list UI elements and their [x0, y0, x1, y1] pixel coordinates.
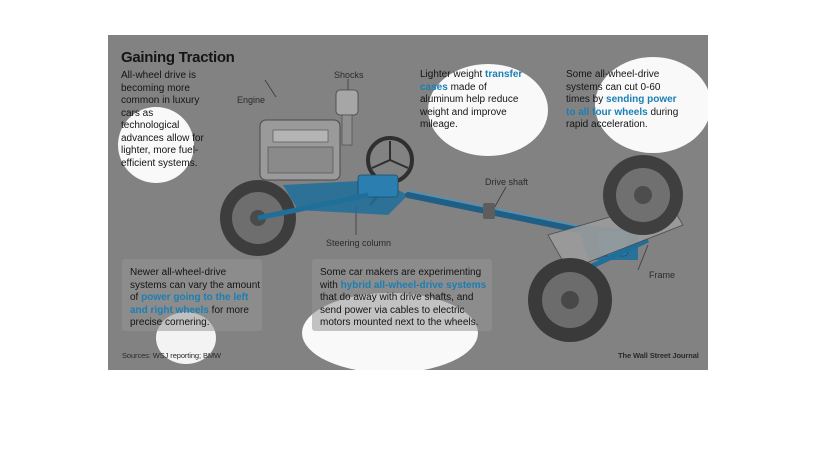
wheel-top-right	[603, 155, 683, 235]
callout-power-post: during rapid acceleration.	[566, 106, 679, 131]
callout-all-four-wheels: Some all-wheel-drive systems can cut 0-6…	[566, 69, 680, 132]
label-engine: Engine	[237, 95, 266, 105]
infographic-title: Gaining Traction	[121, 49, 235, 66]
callout-hybrid-highlight: hybrid all-wheel-drive systems	[340, 279, 487, 291]
callout-cornering-box	[122, 259, 262, 331]
label-frame: Frame	[649, 270, 676, 280]
callout-cornering: Newer all-wheel-drive systems can vary t…	[130, 267, 262, 330]
engine	[259, 119, 341, 181]
publisher-credit: The Wall Street Journal	[618, 351, 699, 360]
callout-cornering-highlight: power going to the left and right wheels	[130, 292, 249, 316]
label-steering-column: Steering column	[326, 238, 392, 248]
callout-transfer-cases: Lighter weight transfer cases made of al…	[420, 69, 524, 132]
label-drive-shaft: Drive shaft	[485, 177, 529, 187]
front-drivetrain	[257, 174, 408, 221]
shock	[335, 89, 359, 146]
occlusion-blobs	[118, 57, 708, 370]
callout-hybrid-box	[312, 259, 492, 331]
drive-shaft	[405, 190, 581, 233]
drivetrain-illustration	[118, 57, 708, 370]
infographic-panel: Gaining Traction All-wheel drive is beco…	[108, 35, 708, 370]
callout-cornering-pre: Newer all-wheel-drive systems can vary t…	[130, 267, 261, 303]
sources-note: Sources: WSJ reporting; BMW	[122, 351, 221, 360]
intro-text: All-wheel drive is becoming more common …	[121, 70, 204, 169]
callout-power-highlight: sending power to all four wheels	[566, 94, 677, 118]
callout-hybrid: Some car makers are experimenting with h…	[320, 267, 490, 330]
callout-hybrid-pre: Some car makers are experimenting with	[320, 267, 482, 291]
wheel-bottom-right	[528, 258, 612, 342]
callout-transfer-highlight: transfer cases	[420, 69, 523, 93]
callout-transfer-pre: Lighter weight	[420, 69, 486, 80]
label-shocks: Shocks	[334, 70, 364, 80]
callout-transfer-post: made of aluminum help reduce weight and …	[420, 81, 519, 131]
callout-cornering-post: for more precise cornering.	[130, 304, 249, 329]
callout-power-pre: Some all-wheel-drive systems can cut 0-6…	[566, 69, 661, 105]
callout-hybrid-post: that do away with drive shafts, and send…	[320, 292, 479, 328]
